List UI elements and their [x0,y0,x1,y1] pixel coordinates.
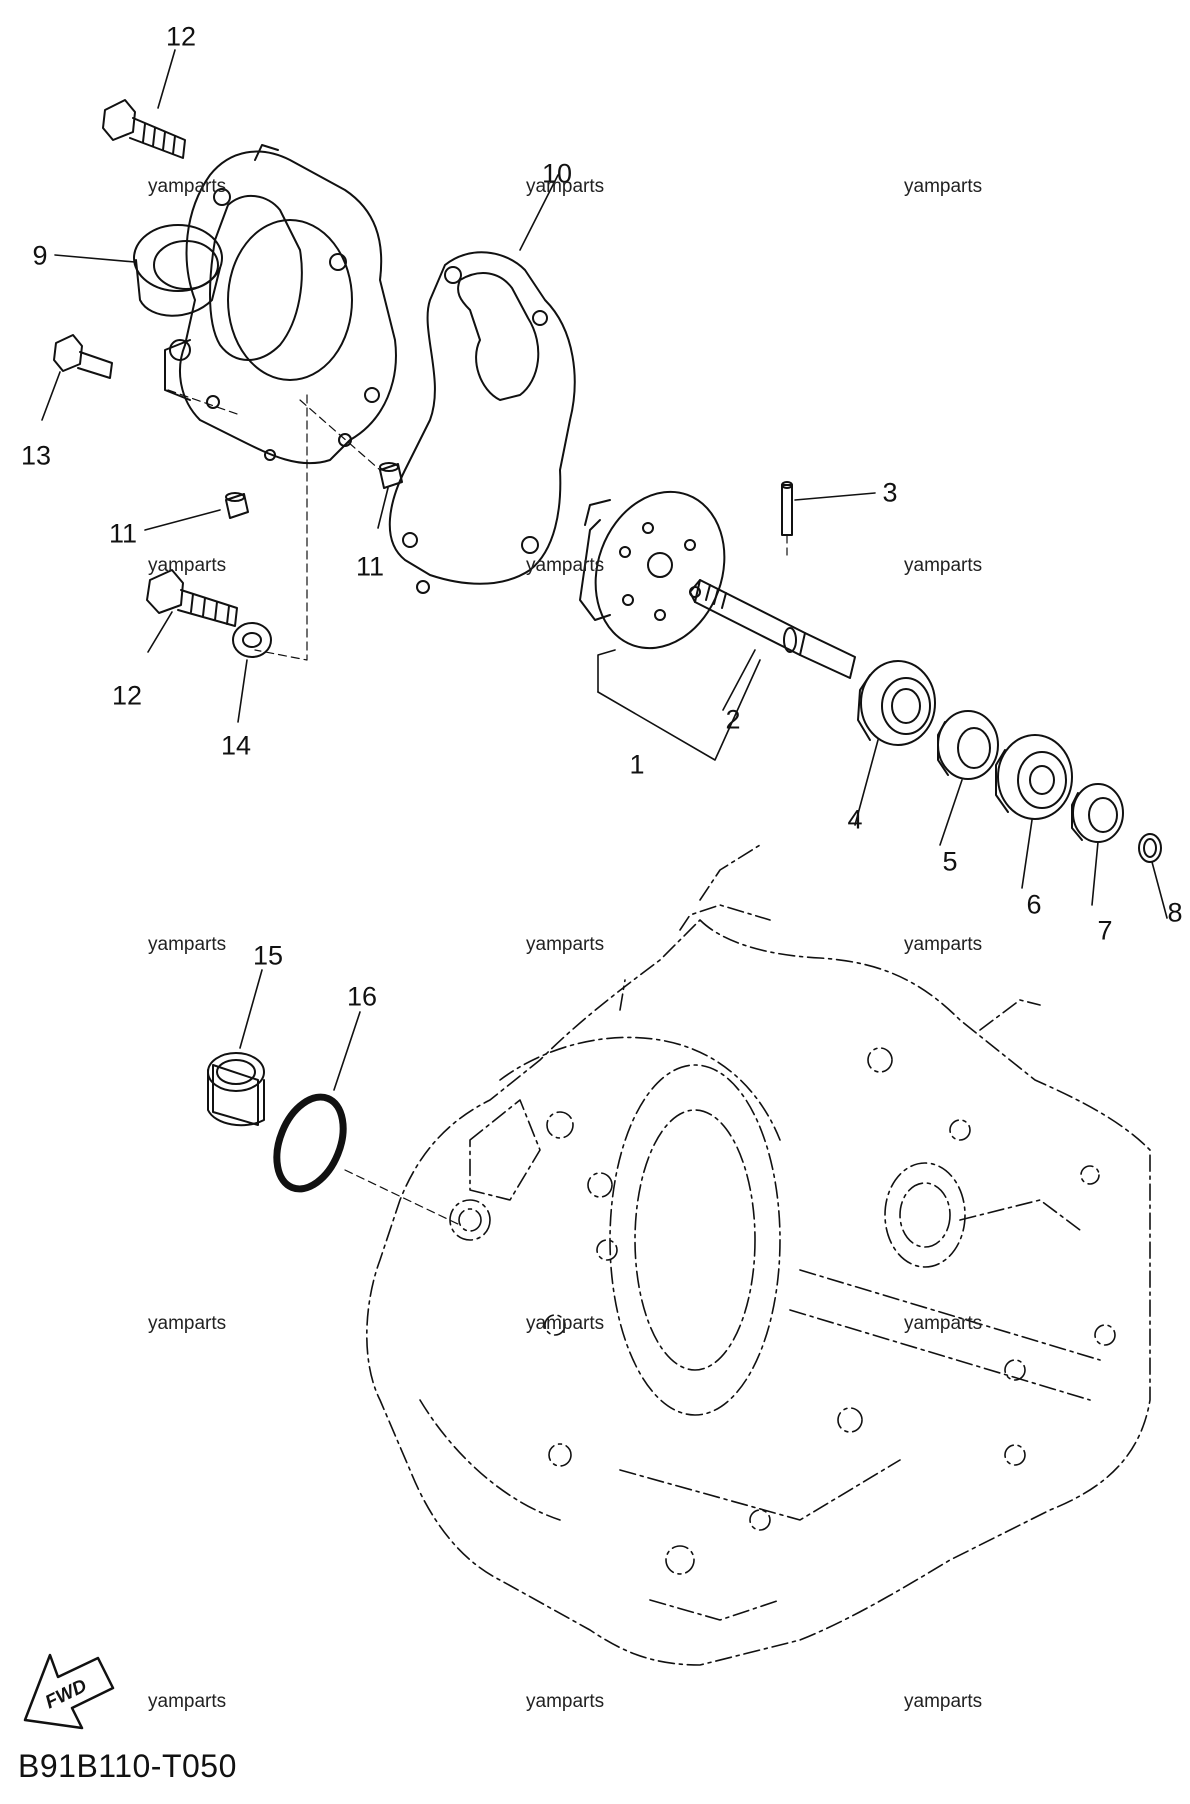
watermark: yamparts [526,176,605,197]
part-8-circlip [1138,833,1162,863]
callout-14: 14 [220,730,252,761]
diagram-code: B91B110-T050 [18,1748,237,1784]
watermark: yamparts [904,1313,983,1334]
watermark: yamparts [526,934,605,955]
fwd-arrow-icon: FWD [23,1653,115,1730]
watermark: yamparts [526,555,605,576]
leader-lines [41,49,1168,1091]
callout-6: 6 [1026,889,1042,920]
watermark: yamparts [526,1313,605,1334]
watermark: yamparts [904,934,983,955]
part-9-seal [133,224,223,317]
water-pump-cover [164,144,397,465]
callout-11a: 11 [108,518,138,549]
watermark: yamparts [904,176,983,197]
part-3-pin [781,481,793,536]
watermark: yamparts [148,934,227,955]
part-12-bolt-bottom [146,569,238,627]
part-6-bearing [995,734,1073,820]
callout-11b: 11 [355,551,385,582]
part-2-shaft [689,579,856,679]
part-15-collar [207,1052,265,1127]
callout-10: 10 [541,158,573,189]
callout-1: 1 [629,749,645,780]
part-12-bolt-top [102,99,186,159]
callout-7: 7 [1097,915,1113,946]
watermark: yamparts [904,555,983,576]
callout-3: 3 [882,477,898,508]
part-7-seal [1071,783,1124,843]
part-16-o-ring [273,1093,347,1193]
watermark: yamparts [148,1691,227,1712]
callout-9: 9 [32,240,48,271]
watermark: yamparts [526,1691,605,1712]
part-11-dowel-right [379,462,403,489]
callout-12a: 12 [165,21,197,52]
part-5-seal [937,710,999,780]
callout-2: 2 [725,704,741,735]
callout-4: 4 [847,804,863,835]
callout-13: 13 [20,440,52,471]
callout-8: 8 [1167,897,1183,928]
part-14-washer [232,622,272,658]
watermark: yamparts [148,1313,227,1334]
crankcase-reference [366,844,1151,1666]
callout-16: 16 [346,981,378,1012]
part-13-bolt [53,334,113,379]
callout-5: 5 [942,846,958,877]
watermark: yamparts [148,176,227,197]
alignment-lines [167,389,788,1226]
watermark: yamparts [904,1691,983,1712]
part-4-bearing [857,660,936,746]
watermark: yamparts [148,555,227,576]
part-11-dowel-left [225,492,249,519]
part-10-gasket [388,251,576,594]
callout-12b: 12 [111,680,143,711]
callout-15: 15 [252,940,284,971]
